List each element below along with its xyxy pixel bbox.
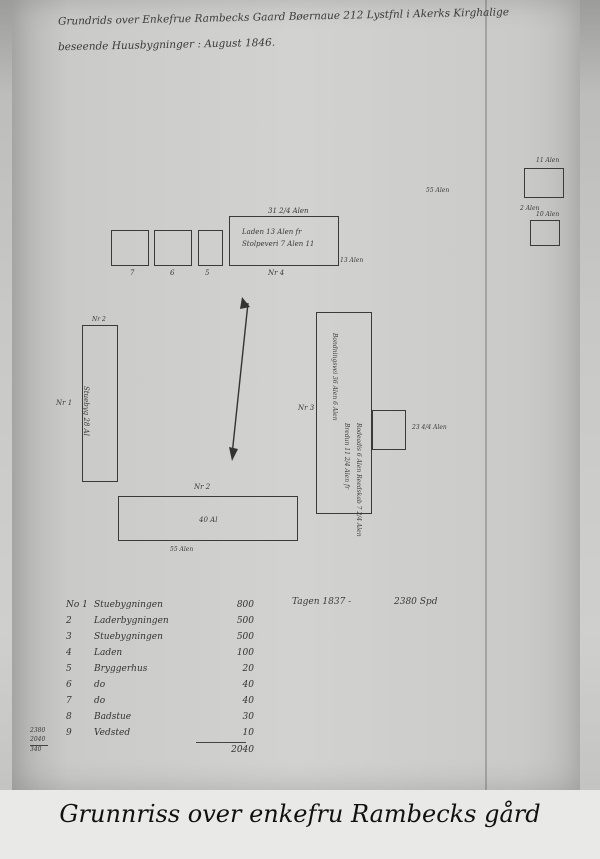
building-4: Laden 13 Alen fr Stolpeveri 7 Alen 11 [229, 216, 339, 266]
building-2-label: Nr 2 [194, 483, 211, 491]
building-1-top-mark: Nr 2 [92, 316, 106, 323]
building-3-annex [372, 410, 406, 450]
north-arrow-icon [229, 297, 250, 461]
building-5-label: 5 [205, 269, 210, 277]
building-2-text: 40 Al [199, 516, 218, 524]
side-dim-4: 10 Alen [536, 211, 560, 218]
corner-sum-a: 2380 [30, 727, 46, 734]
corner-sum-c: 340 [30, 746, 42, 753]
building-6-label: 6 [170, 269, 175, 277]
corner-sum-rule [30, 745, 48, 746]
document-photo: Grundrids over Enkefrue Rambecks Gaard B… [0, 0, 600, 790]
building-3-text-a: Bondningsvei 36 Alen 6 Alen [331, 333, 338, 421]
building-1-text: Stuebyg 28 Al [82, 386, 90, 436]
side-dim-1: 11 Alen [536, 157, 560, 164]
valuation-note-left: Tagen 1837 - [292, 597, 352, 607]
building-4-text-b: Stolpeveri 7 Alen 11 [242, 240, 315, 248]
building-3-text-c: Rodeadis 6 Alen Reedskab 7 2/4 Alen [355, 423, 362, 537]
building-7 [111, 230, 149, 266]
building-4-side-dimension: 13 Alen [340, 257, 364, 264]
building-1-label: Nr 1 [56, 399, 73, 407]
building-2-bottom-dimension: 55 Alen [170, 546, 194, 553]
legend-total-rule [196, 742, 246, 743]
building-8 [524, 168, 564, 198]
paper-fold [485, 0, 487, 790]
paper-sheet [12, 0, 580, 790]
building-4-top-dimension: 31 2/4 Alen [268, 207, 309, 215]
side-dim-2: 2 Alen [520, 205, 540, 212]
building-3-side-dimension: 23 4/4 Alen [412, 424, 447, 431]
building-6 [154, 230, 192, 266]
legend-total-row: 2040 [66, 745, 254, 755]
valuation-note-right: 2380 Spd [394, 597, 438, 607]
building-5 [198, 230, 223, 266]
side-dim-3: 55 Alen [426, 187, 450, 194]
building-3: Bondningsvei 36 Alen 6 Alen Bredun 11 2/… [316, 312, 372, 537]
building-3-text-b: Bredun 11 2/4 Alen fr [343, 423, 350, 490]
caption: Grunnriss over enkefru Rambecks gård [59, 800, 541, 828]
building-9 [530, 220, 560, 246]
building-4-text-a: Laden 13 Alen fr [242, 228, 302, 236]
building-7-label: 7 [130, 269, 135, 277]
building-4-label: Nr 4 [268, 269, 285, 277]
building-3-label: Nr 3 [298, 404, 315, 412]
building-1: Stuebyg 28 Al [82, 325, 118, 482]
building-2: 40 Al [118, 496, 298, 541]
legend-total: 2040 [231, 745, 254, 755]
corner-sum-b: 2040 [30, 736, 46, 743]
